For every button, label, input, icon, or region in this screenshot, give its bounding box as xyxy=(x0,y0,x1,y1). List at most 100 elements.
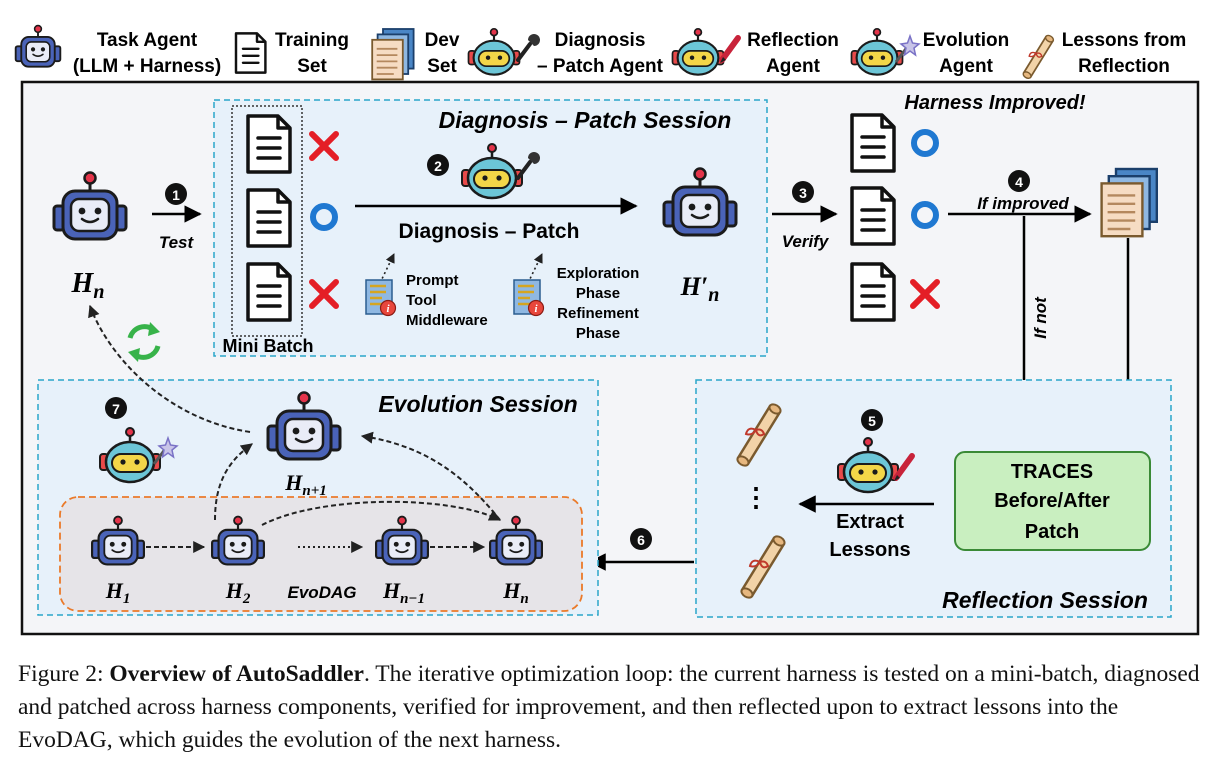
hn-1-h: H xyxy=(382,578,401,603)
h2-sub: 2 xyxy=(242,591,251,607)
overview-diagram: i Task Agent (LLM + Harness) Training Se… xyxy=(14,24,1200,636)
step-1-number: 1 xyxy=(172,187,180,203)
dag-edge xyxy=(261,500,502,526)
legend-training-line1: Training xyxy=(275,30,349,51)
step-5-number: 5 xyxy=(868,413,876,429)
lessons-ellipsis: ⋮ xyxy=(743,482,769,512)
traces-line3: Patch xyxy=(1025,521,1079,543)
step-badge-6 xyxy=(630,528,652,550)
step-badge-1 xyxy=(165,183,187,205)
task-agent-robot-icon xyxy=(14,24,62,68)
legend-task-agent-line2: (LLM + Harness) xyxy=(73,56,221,77)
verify-label: Verify xyxy=(782,232,830,251)
legend: Task Agent (LLM + Harness) Training Set … xyxy=(14,24,1187,81)
mini-batch-label: Mini Batch xyxy=(222,336,313,356)
verify-doc-3 xyxy=(850,262,896,322)
legend-diagnosis-line2: – Patch Agent xyxy=(537,56,664,77)
hn-1-sub: n−1 xyxy=(400,591,425,607)
harness-improved-label: Harness Improved! xyxy=(904,92,1086,114)
figure-caption: Figure 2: Overview of AutoSaddler. The i… xyxy=(18,658,1208,757)
h2-to-next-arrow xyxy=(214,443,253,521)
patched-harness-sub: n xyxy=(708,284,719,306)
extract-line1: Extract xyxy=(836,511,904,533)
evolution-session-title: Evolution Session xyxy=(378,391,577,417)
step-badge-4 xyxy=(1008,170,1030,192)
step-badge-5 xyxy=(861,409,883,431)
step-6-number: 6 xyxy=(637,532,645,548)
h2-h: H xyxy=(225,578,244,603)
phase-exploration: Exploration xyxy=(557,265,640,282)
diagnosis-patch-label: Diagnosis – Patch xyxy=(399,220,580,243)
if-not-label: If not xyxy=(1031,296,1050,339)
step-badge-7 xyxy=(105,397,127,419)
step-2-number: 2 xyxy=(434,158,442,174)
traces-line2: Before/After xyxy=(994,490,1110,512)
legend-lessons-line1: Lessons from xyxy=(1062,30,1187,51)
legend-dev-line2: Set xyxy=(427,56,457,77)
components-dotted-arrow xyxy=(379,253,395,284)
training-set-doc-icon xyxy=(234,32,267,74)
legend-dev-line1: Dev xyxy=(425,30,460,51)
next-to-current-arrow xyxy=(88,304,251,433)
h2-label: H2 xyxy=(225,578,251,607)
diagnosis-agent-icon xyxy=(467,27,521,76)
hn-to-next-arrow xyxy=(360,431,501,521)
caption-text: . The iterative optimization loop: the c… xyxy=(18,661,1200,753)
mini-batch-box xyxy=(231,105,303,337)
legend-reflection-line2: Agent xyxy=(766,56,821,77)
legend-task-agent-line1: Task Agent xyxy=(97,30,198,51)
h1-h: H xyxy=(105,578,124,603)
dev-set-stack-icon xyxy=(371,28,415,81)
component-prompt: Prompt xyxy=(406,272,459,289)
traces-line1: TRACES xyxy=(1011,461,1093,483)
current-harness-label: Hn xyxy=(71,268,105,303)
current-harness-sub: n xyxy=(93,281,104,303)
legend-training-line2: Set xyxy=(297,56,327,77)
test-label: Test xyxy=(159,233,195,252)
step-3-number: 3 xyxy=(799,185,807,201)
component-tool: Tool xyxy=(406,292,437,309)
extract-line2: Lessons xyxy=(829,539,910,561)
current-harness-h: H xyxy=(71,268,95,299)
next-harness-h: H xyxy=(284,470,303,495)
patched-harness-label: H′n xyxy=(680,272,720,306)
phase-refinement: Refinement xyxy=(557,305,639,322)
phase-exploration-phase: Phase xyxy=(576,285,620,302)
info-doc-icon xyxy=(512,278,545,317)
cycle-icon xyxy=(127,322,161,362)
patched-harness-h: H′ xyxy=(680,272,709,301)
legend-reflection-line1: Reflection xyxy=(747,30,839,51)
diagnosis-session-title: Diagnosis – Patch Session xyxy=(439,107,732,133)
hn-h: H xyxy=(502,578,521,603)
next-harness-sub: n+1 xyxy=(302,483,326,499)
legend-lessons-line2: Reflection xyxy=(1078,56,1170,77)
phase-refinement-phase: Phase xyxy=(576,325,620,342)
next-harness-label: Hn+1 xyxy=(284,470,327,499)
component-middleware: Middleware xyxy=(406,312,488,329)
hn-label: Hn xyxy=(502,578,528,607)
if-improved-label: If improved xyxy=(977,194,1069,213)
verify-doc-2 xyxy=(850,186,896,246)
hn-1-label: Hn−1 xyxy=(382,578,425,607)
legend-evolution-line2: Agent xyxy=(939,56,994,77)
step-badge-3 xyxy=(792,181,814,203)
mini-batch-doc-1 xyxy=(246,114,292,174)
hn-sub: n xyxy=(520,591,528,607)
reflection-session-title: Reflection Session xyxy=(942,587,1148,613)
traces-box xyxy=(954,451,1151,551)
evolution-agent-icon xyxy=(850,27,904,76)
legend-evolution-line1: Evolution xyxy=(923,30,1010,51)
evodag-box xyxy=(59,496,583,612)
phases-dotted-arrow xyxy=(527,253,543,284)
h1-sub: 1 xyxy=(123,591,131,607)
h1-label: H1 xyxy=(105,578,131,607)
star-wand-icon xyxy=(894,34,921,64)
mini-batch-doc-2 xyxy=(246,188,292,248)
reflection-agent-icon xyxy=(671,27,725,76)
caption-bold: Overview of AutoSaddler xyxy=(109,661,364,687)
verify-doc-1 xyxy=(850,113,896,173)
lessons-scroll-icon xyxy=(1021,33,1056,81)
mini-batch-doc-3 xyxy=(246,262,292,322)
legend-diagnosis-line1: Diagnosis xyxy=(555,30,646,51)
step-badge-2 xyxy=(427,154,449,176)
